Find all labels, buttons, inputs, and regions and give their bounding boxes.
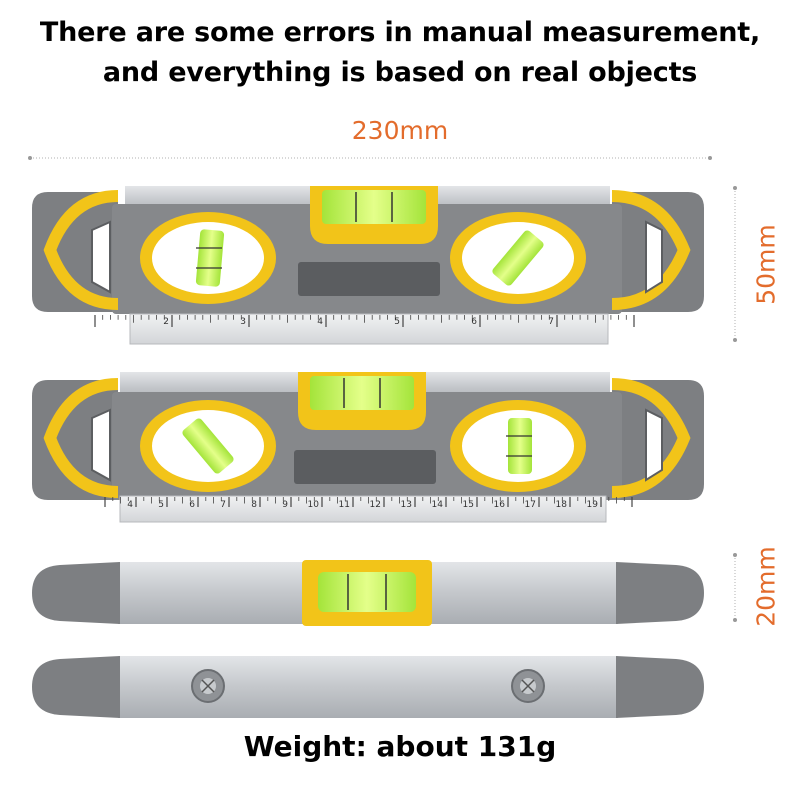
level-top-view xyxy=(32,560,704,626)
ruler-labels-front: 2 3 4 5 6 7 xyxy=(163,317,554,327)
ruler-label: 15 xyxy=(463,500,474,510)
ruler-label: 10 xyxy=(308,500,320,510)
ruler-label: 14 xyxy=(432,500,444,510)
ruler-label: 11 xyxy=(339,500,350,510)
ruler-labels-back: 4 5 6 7 8 9 10 11 12 13 14 15 16 17 18 19 xyxy=(127,500,598,510)
ruler-label: 9 xyxy=(282,500,288,510)
ruler-label: 18 xyxy=(556,500,568,510)
ruler-label: 5 xyxy=(158,500,164,510)
weight-label: Weight: about 131g xyxy=(243,730,557,763)
ruler-label: 3 xyxy=(240,317,246,327)
ruler-label: 16 xyxy=(494,500,506,510)
ruler-label: 13 xyxy=(401,500,412,510)
ruler-label: 5 xyxy=(394,317,400,327)
ruler-label: 8 xyxy=(251,500,257,510)
headline-line-2: and everything is based on real objects xyxy=(102,57,698,88)
headline-line-1: There are some errors in manual measurem… xyxy=(39,17,761,48)
magnet-screw-right xyxy=(511,669,545,703)
ruler-label: 4 xyxy=(317,317,323,327)
ruler-label: 17 xyxy=(525,500,536,510)
level-bottom-view xyxy=(32,656,704,718)
thickness-dimension-line xyxy=(733,553,737,622)
length-dimension-label: 230mm xyxy=(351,116,449,145)
length-dimension-line xyxy=(28,156,712,160)
magnet-screw-left xyxy=(191,669,225,703)
ruler-label: 12 xyxy=(370,500,381,510)
ruler-label: 4 xyxy=(127,500,133,510)
ruler-label: 7 xyxy=(220,500,226,510)
ruler-label: 2 xyxy=(163,317,169,327)
ruler-ticks-back xyxy=(104,497,633,507)
ruler-label: 19 xyxy=(587,500,599,510)
ruler-label: 6 xyxy=(189,500,195,510)
level-back-view: 4 5 6 7 8 9 10 11 12 13 14 15 16 17 18 19 xyxy=(32,372,704,523)
level-front-view: 2 3 4 5 6 7 xyxy=(32,186,704,345)
height-dimension-line xyxy=(733,186,737,342)
ruler-label: 6 xyxy=(471,317,477,327)
ruler-label: 7 xyxy=(548,317,554,327)
ruler-ticks-front xyxy=(94,315,635,327)
